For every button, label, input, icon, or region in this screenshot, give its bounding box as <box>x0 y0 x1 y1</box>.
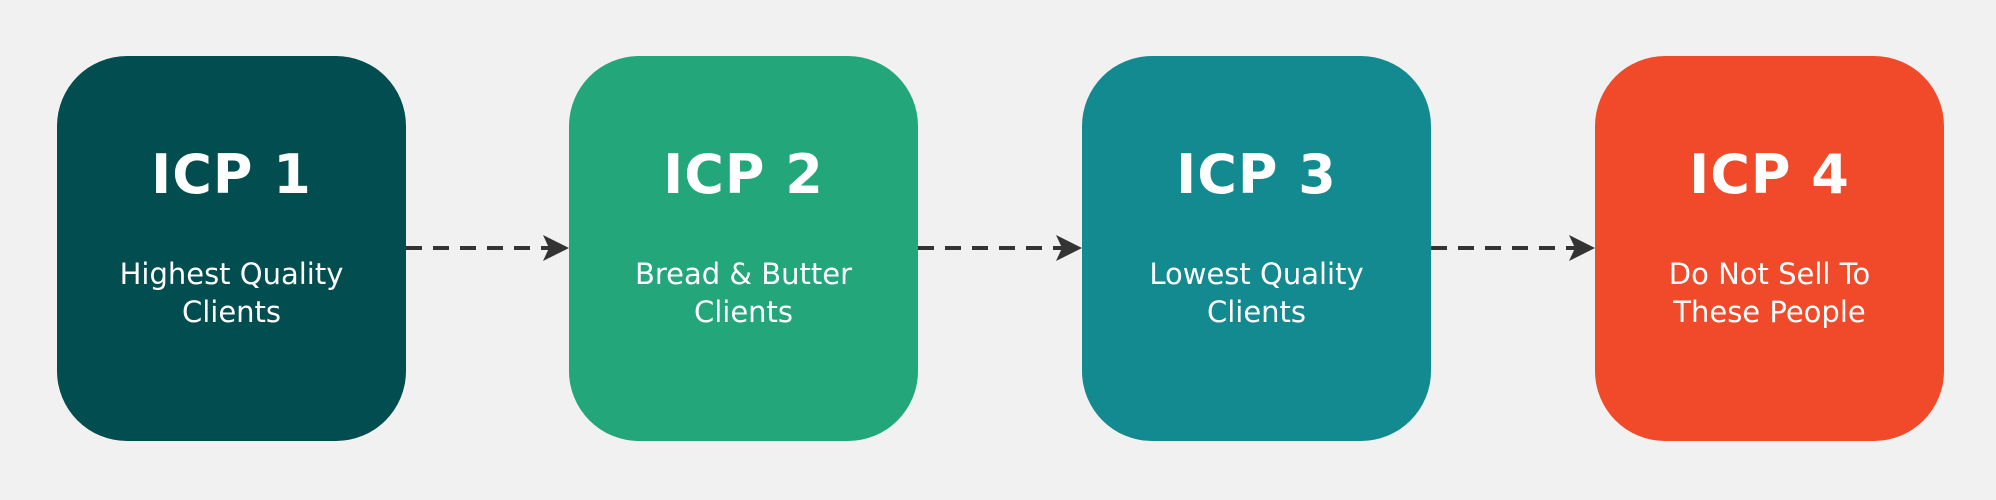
arrow-right-icon <box>1569 235 1595 261</box>
connector-arrow-3 <box>1431 235 1595 261</box>
icp-2-description-line-1: Bread & Butter <box>634 257 853 291</box>
icp-4-title: ICP 4 <box>1689 143 1850 206</box>
arrow-right-icon <box>543 235 569 261</box>
icp-2-title: ICP 2 <box>663 143 824 206</box>
connector-arrow-2 <box>918 235 1082 261</box>
icp-1-box: ICP 1 Highest Quality Clients <box>57 56 406 441</box>
arrow-right-icon <box>1056 235 1082 261</box>
icp-1-description-line-2: Clients <box>181 295 282 329</box>
icp-2-description: Bread & Butter Clients <box>599 255 888 331</box>
icp-4-description: Do Not Sell To These People <box>1625 255 1914 331</box>
icp-2-box: ICP 2 Bread & Butter Clients <box>569 56 918 441</box>
icp-1-description: Highest Quality Clients <box>87 255 376 331</box>
icp-3-box: ICP 3 Lowest Quality Clients <box>1082 56 1431 441</box>
icp-4-description-line-1: Do Not Sell To <box>1668 257 1871 291</box>
icp-1-title: ICP 1 <box>151 143 312 206</box>
icp-3-description: Lowest Quality Clients <box>1112 255 1401 331</box>
icp-3-description-line-1: Lowest Quality <box>1149 257 1364 291</box>
icp-3-description-line-2: Clients <box>1206 295 1307 329</box>
connector-arrow-1 <box>406 235 569 261</box>
icp-4-description-line-2: These People <box>1673 295 1866 329</box>
icp-1-description-line-1: Highest Quality <box>119 257 344 291</box>
icp-3-title: ICP 3 <box>1176 143 1337 206</box>
icp-2-description-line-2: Clients <box>693 295 794 329</box>
icp-4-box: ICP 4 Do Not Sell To These People <box>1595 56 1944 441</box>
